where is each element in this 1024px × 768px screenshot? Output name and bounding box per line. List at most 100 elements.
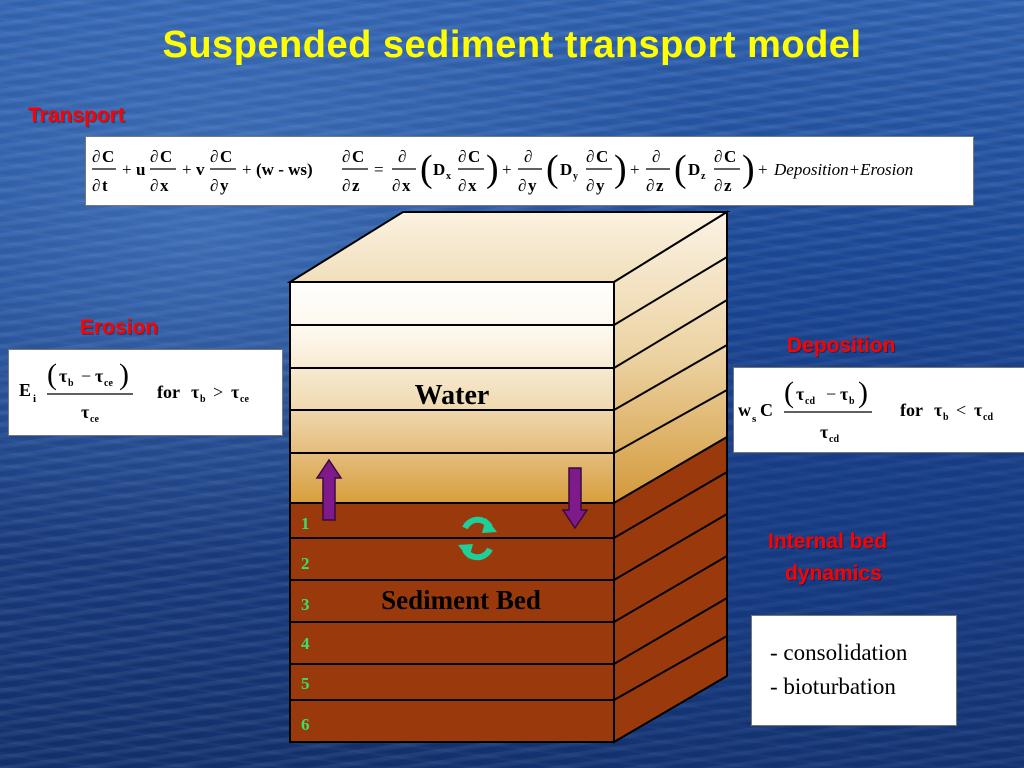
svg-text:b: b [200, 394, 206, 405]
svg-text:∂: ∂ [92, 176, 100, 195]
water-label: Water [415, 380, 490, 411]
svg-text:∂: ∂ [652, 147, 660, 166]
svg-text:(: ( [47, 358, 57, 391]
svg-text:z: z [656, 176, 664, 195]
svg-text:D: D [433, 160, 445, 179]
svg-text:z: z [701, 171, 706, 182]
svg-text:z: z [724, 176, 732, 195]
partial-symbol: ∂ [92, 147, 100, 166]
svg-text:τ: τ [59, 366, 68, 386]
svg-text:cd: cd [983, 412, 993, 423]
svg-text:D: D [688, 160, 700, 179]
layer-number: 5 [301, 674, 310, 693]
svg-text:τ: τ [974, 400, 983, 420]
svg-text:−: − [826, 384, 836, 404]
svg-text:y: y [528, 176, 537, 195]
svg-text:b: b [943, 412, 949, 423]
transport-equation: ∂C ∂t + u ∂C ∂x + v ∂C ∂y + (w - ws) ∂C … [85, 136, 974, 206]
svg-text:∂: ∂ [210, 176, 218, 195]
svg-text:y: y [596, 176, 605, 195]
svg-text:+: + [242, 160, 252, 179]
svg-text:C: C [596, 147, 608, 166]
svg-text:+: + [182, 160, 192, 179]
transport-label: Transport [28, 104, 125, 127]
sediment-bed-label: Sediment Bed [381, 585, 541, 615]
svg-text:∂: ∂ [714, 176, 722, 195]
svg-text:cd: cd [805, 396, 815, 407]
svg-text:Deposition+Erosion: Deposition+Erosion [773, 160, 913, 179]
water-layer-lines [290, 256, 728, 454]
layer-number: 2 [301, 554, 310, 573]
svg-text:C: C [102, 147, 114, 166]
svg-text:b: b [849, 396, 855, 407]
svg-text:s: s [752, 413, 757, 425]
svg-text:): ) [858, 376, 868, 409]
svg-text:): ) [119, 358, 129, 391]
svg-text:(: ( [674, 148, 687, 190]
internal-bed-label-line2: dynamics [785, 562, 882, 585]
internal-bed-label-line1: Internal bed [768, 530, 888, 553]
deposition-arrow-icon [561, 467, 589, 530]
svg-text:C: C [160, 147, 172, 166]
svg-text:C: C [760, 400, 773, 420]
svg-text:−: − [81, 366, 91, 386]
sediment-layer-lines [290, 471, 728, 701]
erosion-label: Erosion [80, 316, 159, 339]
svg-text:D: D [560, 160, 572, 179]
deposition-label: Deposition [787, 334, 896, 357]
svg-text:y: y [220, 176, 229, 195]
svg-text:+: + [758, 160, 768, 179]
svg-text:∂: ∂ [646, 176, 654, 195]
svg-text:τ: τ [231, 382, 240, 402]
svg-text:τ: τ [81, 402, 90, 422]
erosion-arrow-icon [315, 458, 343, 521]
svg-text:∂: ∂ [714, 147, 722, 166]
layer-number: 6 [301, 715, 310, 734]
svg-text:C: C [352, 147, 364, 166]
svg-text:τ: τ [840, 384, 849, 404]
svg-text:x: x [468, 176, 477, 195]
svg-text:): ) [486, 148, 499, 190]
bed-process-item: - bioturbation [770, 674, 896, 699]
svg-text:=: = [374, 160, 384, 179]
svg-text:(w - ws): (w - ws) [256, 160, 313, 179]
svg-text:+: + [630, 160, 640, 179]
svg-text:i: i [33, 393, 36, 405]
svg-text:∂: ∂ [150, 176, 158, 195]
svg-text:<: < [956, 400, 966, 420]
svg-text:C: C [724, 147, 736, 166]
svg-text:v: v [196, 160, 205, 179]
svg-text:cd: cd [829, 434, 839, 445]
bed-process-item: - consolidation [770, 640, 908, 665]
svg-text:∂: ∂ [342, 147, 350, 166]
layer-number: 1 [301, 514, 310, 533]
svg-text:x: x [160, 176, 169, 195]
svg-text:∂: ∂ [342, 176, 350, 195]
svg-text:τ: τ [820, 422, 829, 442]
svg-text:E: E [19, 380, 31, 400]
svg-text:for: for [900, 400, 923, 420]
svg-text:∂: ∂ [524, 147, 532, 166]
svg-text:∂: ∂ [586, 176, 594, 195]
svg-text:>: > [213, 382, 223, 402]
svg-text:b: b [68, 378, 74, 389]
svg-text:+: + [122, 160, 132, 179]
svg-text:y: y [573, 171, 578, 182]
svg-text:(: ( [546, 148, 559, 190]
svg-text:∂: ∂ [586, 147, 594, 166]
svg-text:x: x [446, 171, 451, 182]
svg-text:x: x [402, 176, 411, 195]
svg-text:τ: τ [95, 366, 104, 386]
svg-text:for: for [157, 382, 180, 402]
svg-text:∂: ∂ [518, 176, 526, 195]
svg-text:∂: ∂ [150, 147, 158, 166]
layer-number: 4 [301, 634, 310, 653]
svg-text:∂: ∂ [458, 176, 466, 195]
svg-text:ce: ce [90, 414, 99, 425]
svg-text:ce: ce [240, 394, 249, 405]
svg-text:∂: ∂ [210, 147, 218, 166]
svg-text:∂: ∂ [398, 147, 406, 166]
